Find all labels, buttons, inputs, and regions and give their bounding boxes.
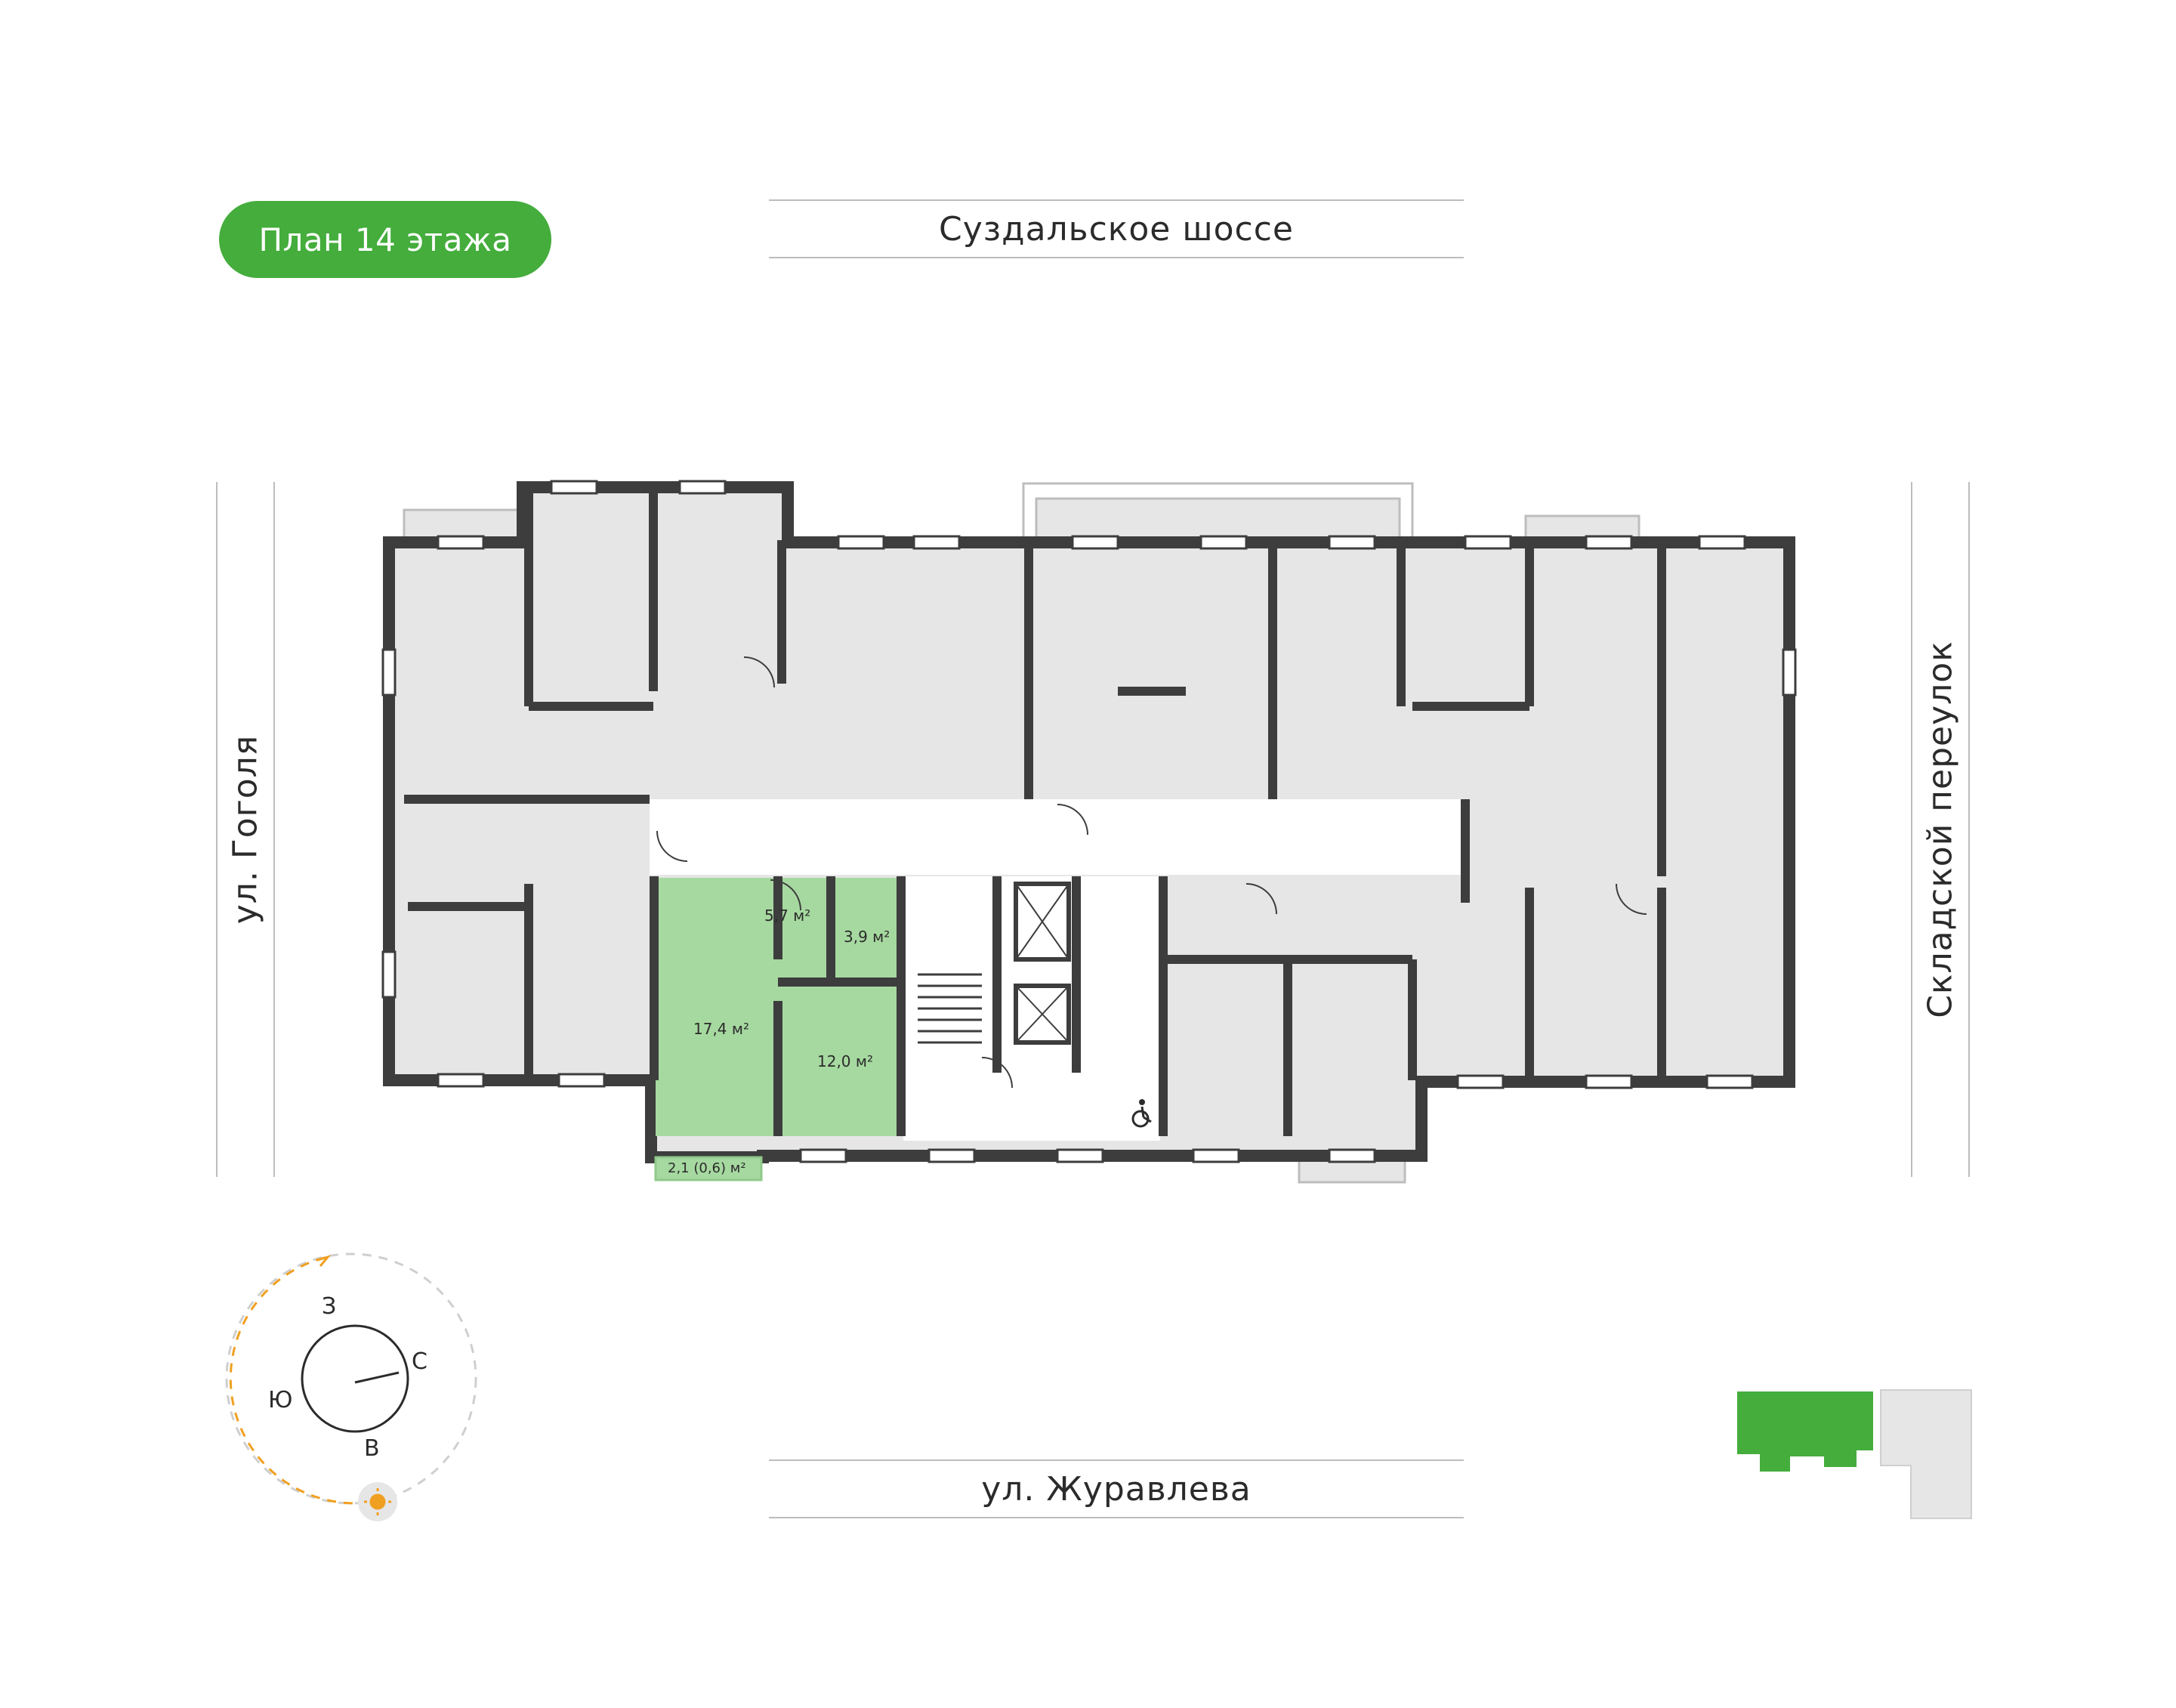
compass-west: З xyxy=(322,1293,337,1320)
street-north-label: Суздальское шоссе xyxy=(939,209,1294,249)
site-plan-thumbnail xyxy=(1737,1389,1972,1519)
floor-title-badge: План 14 этажа xyxy=(219,201,551,278)
elevator-icon xyxy=(1014,882,1071,1045)
street-north: Суздальское шоссе xyxy=(769,199,1464,258)
street-east xyxy=(1911,482,1970,1177)
windows xyxy=(381,480,1797,1163)
room-area-label: 5,7 м² xyxy=(764,907,811,925)
compass-east: В xyxy=(364,1435,380,1462)
sun-path-arrow xyxy=(316,1255,332,1267)
compass xyxy=(225,1252,477,1521)
stairs-icon xyxy=(918,973,982,1044)
room-area-label: 12,0 м² xyxy=(817,1052,873,1070)
compass-south: Ю xyxy=(268,1387,293,1413)
corridor xyxy=(650,799,1465,875)
room-area-label: 3,9 м² xyxy=(844,928,890,946)
street-south-label: ул. Журавлева xyxy=(981,1469,1252,1509)
street-south: ул. Журавлева xyxy=(769,1459,1464,1518)
room-area-label: 17,4 м² xyxy=(693,1020,749,1038)
compass-north: С xyxy=(412,1348,427,1375)
wheelchair-icon xyxy=(1131,1099,1152,1128)
door-arcs xyxy=(656,656,1647,1089)
interior-walls xyxy=(404,487,1666,1136)
balcony-area-label: 2,1 (0,6) м² xyxy=(668,1160,746,1176)
sun-icon xyxy=(364,1488,391,1515)
street-west xyxy=(216,482,275,1177)
